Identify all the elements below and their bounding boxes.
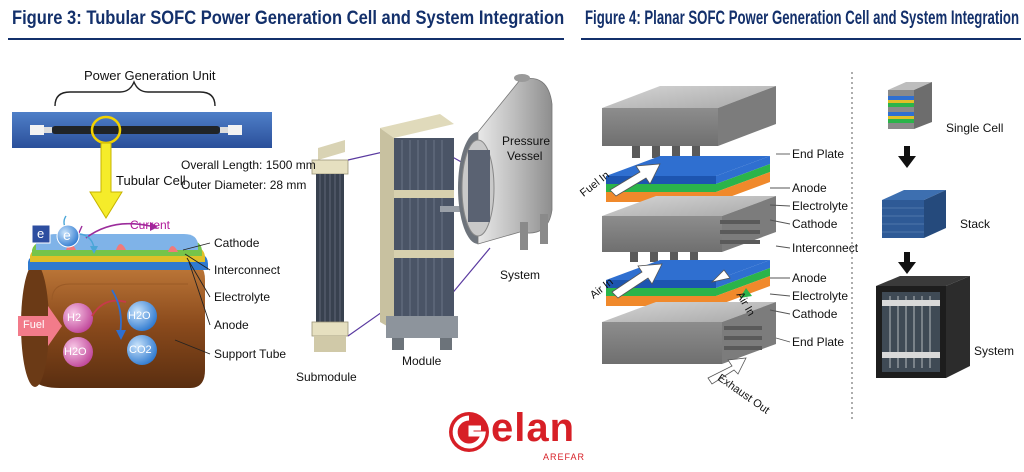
h2o-right-label: H2O: [128, 310, 151, 322]
fuel-label: Fuel: [23, 319, 45, 331]
power-unit-bracket: [54, 80, 216, 107]
layer-leader-lines: [174, 242, 211, 355]
fuel-arrow: [18, 306, 62, 346]
arrow-down-2: [898, 252, 916, 274]
stack-label-electrolyte-top: Electrolyte: [792, 199, 849, 213]
tubular-system-label: System: [500, 268, 541, 282]
stack-label-end-plate-top: End Plate: [792, 147, 845, 161]
planar-system-drawing: [876, 276, 970, 378]
figure4-title-rule: [581, 38, 1021, 40]
overall-length-label: Overall Length: 1500 mm: [181, 158, 316, 172]
power-generation-unit-label: Power Generation Unit: [84, 68, 216, 83]
stack-label-anode-bottom: Anode: [792, 271, 827, 285]
figure3-title-rule: [8, 38, 564, 40]
stack-label-interconnect: Interconnect: [792, 241, 859, 255]
stack-label-cathode-top: Cathode: [792, 217, 838, 231]
submodule-drawing: [311, 140, 349, 352]
co2-label: CO2: [129, 344, 152, 356]
electron-label: e: [63, 227, 71, 243]
stack-label-end-plate-bottom: End Plate: [792, 335, 845, 349]
flow-arrows: [609, 163, 752, 385]
layer-label-interconnect: Interconnect: [214, 263, 281, 277]
layer-label-anode: Anode: [214, 318, 249, 332]
elan-logo: elan AREFAR: [445, 404, 605, 468]
logo-sub-text: AREFAR: [543, 452, 586, 462]
outer-diameter-label: Outer Diameter: 28 mm: [181, 178, 307, 192]
pressure-vessel-drawing: [458, 74, 553, 250]
tubular-cell-label: Tubular Cell: [116, 173, 186, 188]
arrow-down-1: [898, 146, 916, 168]
stack-icon: [882, 190, 946, 238]
power-unit-bar: [12, 112, 272, 148]
layer-label-cathode: Cathode: [214, 236, 260, 250]
molecule-bubbles: [63, 289, 157, 367]
elan-logo-mark: [449, 412, 489, 452]
submodule-label: Submodule: [296, 370, 357, 384]
figure3-title: Figure 3: Tubular SOFC Power Generation …: [12, 8, 565, 29]
planar-system-label: System: [974, 344, 1015, 358]
top-end-plate: [602, 86, 776, 158]
bottom-cell-layers: [606, 260, 770, 306]
logo-brand-text: elan: [491, 406, 576, 450]
stack-label-electrolyte-bottom: Electrolyte: [792, 289, 849, 303]
stack-label-anode-top: Anode: [792, 181, 827, 195]
pressure-vessel-label-1: Pressure: [502, 134, 551, 148]
module-drawing: [380, 114, 480, 350]
layer-label-support-tube: Support Tube: [214, 347, 287, 361]
bottom-end-plate: [602, 302, 776, 364]
zoom-arrow: [89, 142, 123, 219]
interconnect-plate: [602, 196, 776, 262]
top-cell-layers: [606, 156, 770, 202]
current-label: Current: [130, 218, 171, 232]
stack-label: Stack: [960, 217, 991, 231]
module-label: Module: [402, 354, 442, 368]
single-cell-label: Single Cell: [946, 121, 1004, 135]
h2o-left-label: H2O: [64, 346, 87, 358]
stack-leader-lines: [769, 153, 791, 343]
layer-label-electrolyte: Electrolyte: [214, 290, 271, 304]
single-cell-icon: [888, 82, 932, 129]
electron-particles: [31, 224, 98, 254]
electron-square-label: e: [37, 226, 45, 241]
stack-label-cathode-bottom: Cathode: [792, 307, 838, 321]
h2-label: H2: [67, 312, 82, 324]
pressure-vessel-label-2: Vessel: [507, 149, 543, 163]
figure4-title: Figure 4: Planar SOFC Power Generation C…: [585, 8, 1020, 29]
